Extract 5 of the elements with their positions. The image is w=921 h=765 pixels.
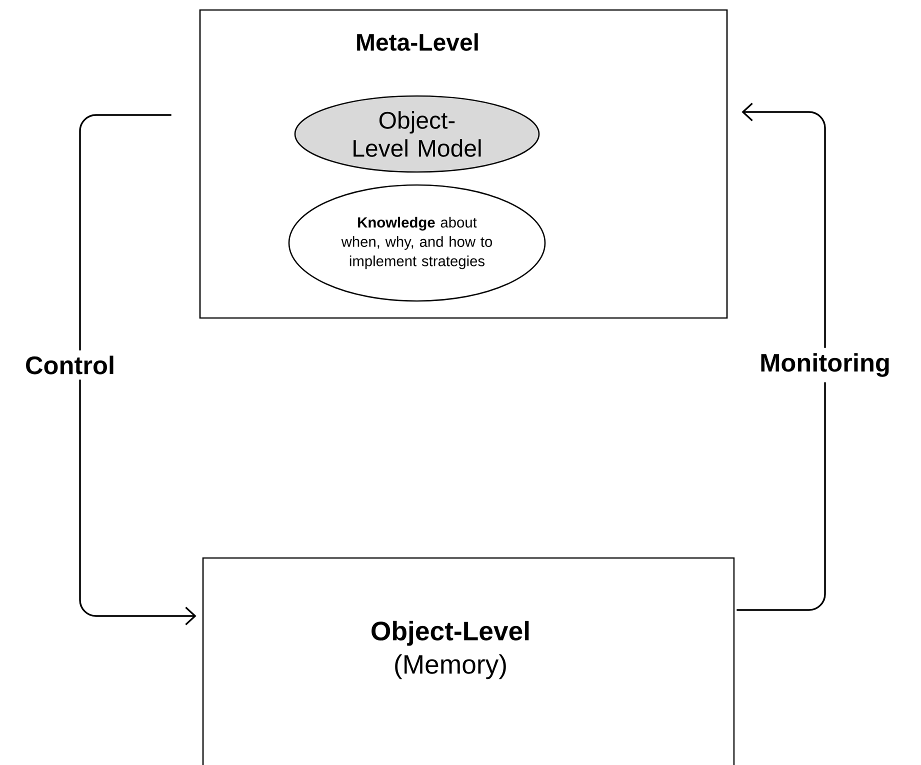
connector-arrow [79, 114, 196, 626]
connector-arrow [736, 102, 826, 611]
edge-label: Monitoring [754, 348, 896, 382]
object-level-box: Object-Level (Memory) [202, 557, 735, 765]
edge-label: Control [20, 350, 120, 380]
